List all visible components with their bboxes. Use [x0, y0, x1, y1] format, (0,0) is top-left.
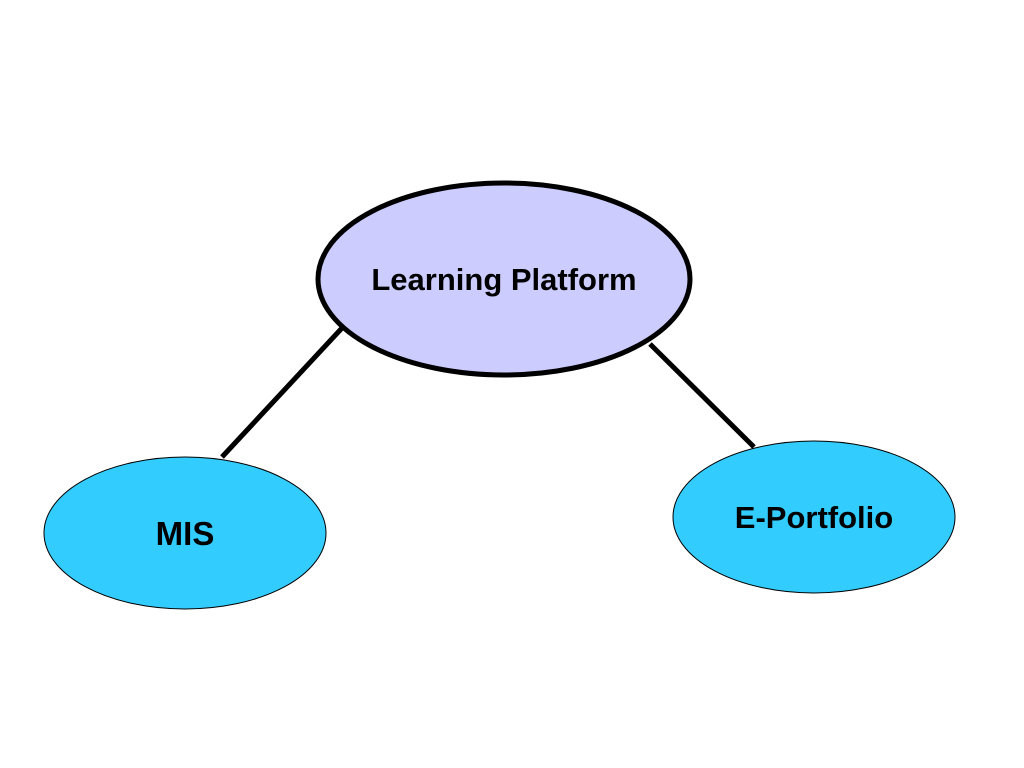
node-learning-platform: Learning Platform [315, 180, 693, 378]
node-learning-platform-shape [315, 180, 693, 378]
node-e-portfolio: E-Portfolio [672, 440, 956, 594]
node-mis-label: MIS [156, 515, 215, 552]
node-e-portfolio-shape [672, 440, 956, 594]
node-mis: MIS [43, 456, 327, 610]
edge-learning-platform-to-e-portfolio [648, 342, 756, 449]
node-learning-platform-label: Learning Platform [371, 262, 636, 297]
edge-learning-platform-to-mis [220, 326, 344, 459]
node-e-portfolio-label: E-Portfolio [735, 500, 893, 535]
node-mis-shape [43, 456, 327, 610]
